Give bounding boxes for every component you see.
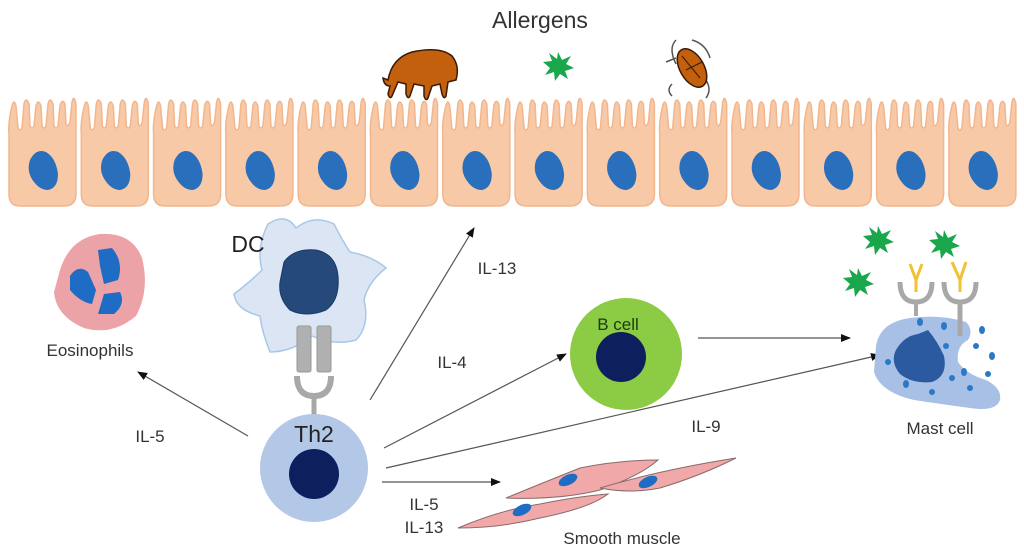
arrow-il9-mastcell [385, 353, 881, 469]
cytokine-il13-epithelium: IL-13 [478, 259, 517, 278]
b-cell-nucleus [596, 332, 646, 382]
allergen-particle-icon [929, 230, 960, 259]
epithelial-cell [152, 97, 222, 207]
epithelial-cell [586, 97, 656, 207]
smooth-muscle-cells [457, 457, 737, 529]
epithelial-cell [514, 97, 583, 207]
cockroach-icon [665, 39, 711, 99]
epithelial-cell [297, 97, 366, 207]
epithelial-layer [8, 97, 1017, 207]
epithelial-cell [224, 97, 294, 207]
mast-cell [874, 316, 1001, 409]
epithelial-cell [731, 97, 800, 207]
arrow-il4-bcell [383, 353, 567, 449]
epithelial-cell [8, 97, 77, 207]
dust-mite-icon [382, 49, 459, 101]
smooth-muscle-nuclei [512, 473, 658, 517]
epithelial-cell [875, 97, 945, 207]
eosinophil-cell [54, 233, 145, 331]
epithelial-cell [658, 97, 728, 207]
epithelial-cell [803, 97, 873, 207]
dc-nucleus [279, 249, 339, 315]
arrow-il5-eosinophils [137, 371, 249, 437]
cytokine-il5-smoothmuscle: IL-5 [409, 495, 438, 514]
cytokine-il13-smoothmuscle: IL-13 [405, 518, 444, 537]
allergen-particle-icon [843, 268, 874, 297]
eosinophil-nucleus [70, 248, 122, 314]
th2-cell [260, 414, 368, 522]
b-cell-label: B cell [597, 315, 639, 334]
mhc-tcr-complex [294, 325, 334, 416]
cytokine-il9-mastcell: IL-9 [691, 417, 720, 436]
mast-cell-granules [885, 318, 995, 395]
allergen-particle-icon [863, 226, 894, 255]
th2-nucleus [289, 449, 339, 499]
cytokine-il4-bcell: IL-4 [437, 353, 466, 372]
eosinophils-label: Eosinophils [47, 341, 134, 360]
mast-cell-nucleus [893, 330, 945, 383]
mast-cell-label: Mast cell [906, 419, 973, 438]
dendritic-cell [233, 218, 388, 353]
cytokine-il5-eosinophils: IL-5 [135, 427, 164, 446]
dc-label: DC [231, 231, 264, 257]
arrows [137, 227, 881, 486]
smooth-muscle-label: Smooth muscle [563, 529, 680, 548]
th2-label: Th2 [294, 421, 334, 447]
epithelial-cell [80, 97, 150, 207]
allergen-particle-icon [543, 52, 574, 81]
b-cell [570, 298, 682, 410]
epithelial-cell [947, 97, 1017, 207]
fc-receptors-ige [897, 261, 979, 336]
arrow-il13-epithelium [369, 227, 475, 401]
diagram-title: Allergens [492, 7, 588, 33]
epithelial-cell [441, 97, 511, 207]
epithelial-cell [369, 97, 439, 207]
